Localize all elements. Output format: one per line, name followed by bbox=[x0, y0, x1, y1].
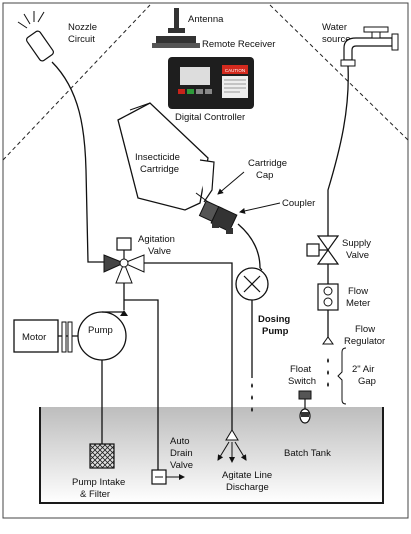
remote-receiver-icon bbox=[152, 36, 200, 48]
agitation-valve-label-2: Valve bbox=[148, 246, 171, 257]
agitate-line-label-2: Discharge bbox=[226, 482, 269, 493]
controller-button bbox=[205, 89, 212, 94]
auto-drain-label-3: Valve bbox=[170, 460, 193, 471]
warning-label bbox=[222, 65, 248, 74]
supply-valve bbox=[306, 235, 340, 265]
dashed-zone-lines bbox=[2, 4, 409, 161]
nozzle-circuit-label-2: Circuit bbox=[68, 34, 95, 45]
water-source-label-2: source bbox=[322, 34, 351, 45]
cartridge-cap-label-1: Cartridge bbox=[248, 158, 287, 169]
intake-filter bbox=[89, 443, 115, 469]
nozzle-circuit-label-1: Nozzle bbox=[68, 22, 97, 33]
pump-intake-label-2: & Filter bbox=[80, 489, 110, 500]
flow-regulator-label-2: Regulator bbox=[344, 336, 385, 347]
water-source-label-1: Water bbox=[322, 22, 347, 33]
coupler-label: Coupler bbox=[282, 198, 315, 209]
motor bbox=[13, 319, 59, 353]
outer-frame bbox=[2, 2, 409, 519]
dosing-pump-label-1: Dosing bbox=[258, 314, 290, 325]
antenna-label: Antenna bbox=[188, 14, 224, 25]
air-gap-bracket bbox=[337, 347, 347, 405]
supply-valve-label-1: Supply bbox=[342, 238, 371, 249]
flow-meter-label-2: Meter bbox=[346, 298, 370, 309]
supply-valve-label-2: Valve bbox=[346, 250, 369, 261]
auto-drain-valve bbox=[151, 469, 185, 485]
water-supply-line bbox=[327, 65, 349, 236]
auto-drain-label-2: Drain bbox=[170, 448, 193, 459]
flow-arrow bbox=[120, 310, 128, 316]
agitation-valve bbox=[103, 237, 145, 284]
faucet-icon bbox=[340, 26, 399, 67]
digital-controller: CAUTION bbox=[168, 57, 254, 109]
dosing-pump-label-2: Pump bbox=[262, 326, 289, 337]
motor-label: Motor bbox=[22, 332, 46, 343]
coupler-pointer bbox=[239, 202, 281, 214]
cartridge-cap-label-2: Cap bbox=[256, 170, 273, 181]
controller-start-button bbox=[187, 89, 194, 94]
pump-intake-label-1: Pump Intake bbox=[72, 477, 125, 488]
flow-regulator-label-1: Flow bbox=[355, 324, 375, 335]
batch-tank bbox=[39, 407, 384, 504]
air-gap-label-1: 2" Air bbox=[352, 364, 374, 375]
digital-controller-label: Digital Controller bbox=[175, 112, 245, 123]
agitate-line-label-1: Agitate Line bbox=[222, 470, 272, 481]
insecticide-cartridge bbox=[117, 102, 215, 211]
coupler-icon bbox=[198, 200, 238, 234]
pump bbox=[77, 311, 127, 361]
flow-regulator bbox=[322, 336, 334, 345]
flow-meter-label-1: Flow bbox=[348, 286, 368, 297]
insecticide-cartridge-label-1: Insecticide bbox=[135, 152, 180, 163]
cartridge-cap-pointer bbox=[217, 171, 245, 195]
agitate-discharge-nozzle bbox=[217, 429, 247, 463]
float-switch-label-2: Switch bbox=[288, 376, 316, 387]
auto-drain-pipe bbox=[124, 299, 159, 470]
flow-meter bbox=[317, 283, 339, 311]
air-gap-label-2: Gap bbox=[358, 376, 376, 387]
dosing-feed-line bbox=[237, 223, 261, 269]
dosing-drops bbox=[251, 383, 253, 412]
controller-button bbox=[196, 89, 203, 94]
float-switch-icon bbox=[298, 390, 312, 424]
insecticide-cartridge-label-2: Cartridge bbox=[140, 164, 179, 175]
remote-receiver-label: Remote Receiver bbox=[202, 39, 275, 50]
controller-screen bbox=[180, 67, 210, 85]
agitate-line-pipe bbox=[144, 262, 233, 430]
motor-coupling bbox=[58, 321, 78, 353]
pump-label: Pump bbox=[88, 325, 113, 336]
controller-stop-button bbox=[178, 89, 185, 94]
supply-drops bbox=[327, 358, 329, 387]
auto-drain-label-1: Auto bbox=[170, 436, 190, 447]
nozzle-icon bbox=[17, 11, 55, 62]
antenna-icon bbox=[168, 8, 185, 33]
batch-tank-label: Batch Tank bbox=[284, 448, 331, 459]
float-switch-label-1: Float bbox=[290, 364, 311, 375]
nozzle-line bbox=[51, 61, 110, 263]
warning-text: CAUTION bbox=[225, 68, 245, 73]
agitation-valve-label-1: Agitation bbox=[138, 234, 175, 245]
